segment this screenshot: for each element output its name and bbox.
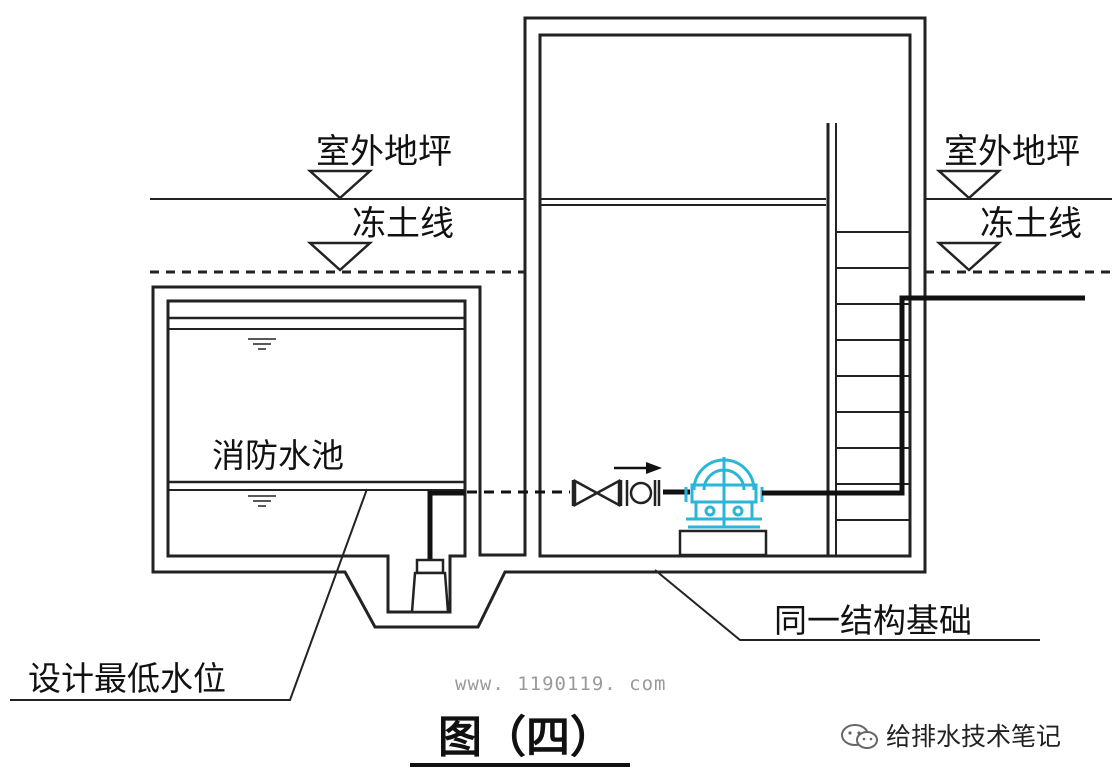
label-same-structure-foundation: 同一结构基础 (774, 601, 972, 640)
label-outdoor-grade-right: 室外地坪 (944, 132, 1080, 172)
label-frost-line-left: 冻土线 (352, 204, 454, 244)
pool-water-levels (168, 198, 826, 491)
pump-icon (678, 457, 768, 557)
ladder (826, 123, 910, 556)
level-markers (306, 169, 1003, 272)
leader-lines (10, 488, 1040, 701)
water-level-symbols (248, 338, 276, 507)
brand-name: 给排水技术笔记 (886, 722, 1061, 751)
discharge-pipe (762, 295, 1085, 496)
label-outdoor-grade-left: 室外地坪 (316, 132, 452, 172)
fire-pool-structure (151, 16, 927, 629)
label-frost-line-right: 冻土线 (980, 204, 1082, 244)
label-design-min-water-level: 设计最低水位 (28, 659, 226, 698)
check-valve-icon (625, 480, 661, 506)
suction-foot-valve (410, 558, 450, 614)
gate-valve-icon (571, 478, 623, 508)
wechat-icon (841, 724, 878, 749)
flow-direction-arrow (614, 462, 662, 474)
figure-title: 图（四） (438, 712, 614, 763)
watermark-url: www. 1190119. com (455, 673, 666, 695)
label-fire-pool: 消防水池 (212, 436, 344, 475)
